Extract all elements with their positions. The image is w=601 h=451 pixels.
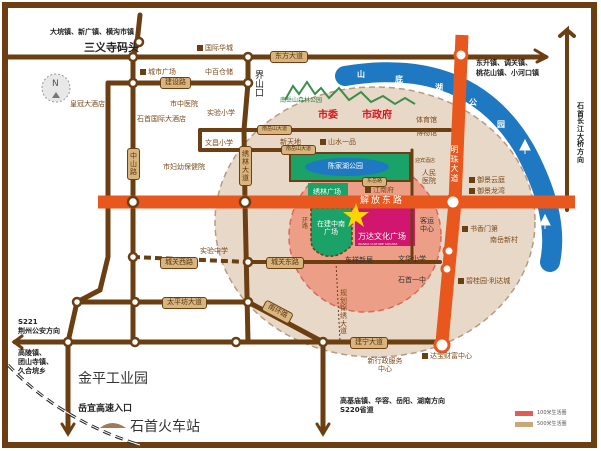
road-label-jianning: 建宁大道 — [350, 337, 388, 349]
road-nodes — [62, 36, 329, 348]
building-icon — [365, 187, 371, 193]
road-label-nanyue-1: 南岳山大道 — [257, 125, 293, 135]
direction-north-towns: 大垸镇、新广镇、横沟市镇 — [50, 28, 134, 36]
place-zhongbai: 中百仓储 — [205, 68, 233, 76]
place-zhongyiyuan: 市中医院 — [170, 100, 198, 108]
road-label-dongfang: 东方大道 — [270, 51, 308, 63]
main-road-nodes — [433, 47, 469, 354]
place-shuxiang: 书香门第 — [470, 225, 498, 233]
project-star-icon — [343, 203, 369, 227]
direction-west-2: 团山寺镇、 — [18, 358, 53, 366]
place-chenjiahu: 陈家湖公园 — [328, 162, 363, 170]
place-fuyou: 市妇幼保健院 — [163, 163, 205, 171]
place-keyun: 客运中心 — [420, 217, 434, 233]
place-biguiyuan: 碧桂园·利达城 — [466, 277, 511, 285]
direction-east-towns-2: 桃花山镇、小河口镇 — [476, 69, 539, 77]
place-xinzhengwu: 新行政服务中心 — [367, 357, 403, 374]
road-label-taipingfang: 太平坊大道 — [162, 297, 207, 309]
place-jiangnanfu: 江南府 — [365, 187, 394, 194]
direction-west-1: 高陵镇、 — [18, 349, 46, 357]
place-wanda-en: WANDA CULTURE SQUARE — [358, 242, 398, 246]
place-xintiandi: 新天地 — [280, 138, 301, 146]
place-wenchang: 文昌小学 — [205, 139, 233, 147]
map-frame — [2, 2, 597, 448]
lake-char: 底 — [395, 75, 403, 84]
lake-arc — [335, 62, 563, 272]
place-yujinglongwan: 御景龙湾 — [477, 187, 505, 195]
place-chengshiguangchang: 城市广场 — [140, 69, 176, 76]
direction-west-3: 久合垸乡 — [18, 367, 46, 375]
direction-south-1: 高基庙镇、华容、岳阳、湖南方向 — [340, 397, 445, 405]
lake-char: 山 — [357, 70, 365, 79]
place-chexiang: 车祥新居 — [345, 256, 373, 264]
direction-south-2: S220省道 — [340, 406, 374, 414]
direction-jingzhou: 荆州公安方向 — [18, 327, 60, 335]
building-icon — [320, 139, 326, 145]
lake-char: 园 — [497, 120, 505, 129]
compass-icon — [41, 73, 71, 103]
building-icon — [469, 177, 475, 183]
direction-s221: S221 — [18, 318, 38, 326]
place-shiyanxiaoxue: 实验小学 — [207, 109, 235, 117]
place-guojihuacheng: 国际华城 — [197, 45, 233, 52]
road-label-huanlu: 环路 — [302, 217, 309, 230]
road-label-chengguan-west: 城关西路 — [160, 257, 198, 269]
place-huangguan: 皇冠大酒店 — [70, 100, 105, 108]
place-bowuguan: 博物馆 — [416, 129, 437, 137]
road-label-planned: 规划锦绣大道 — [340, 289, 347, 336]
building-icon — [462, 226, 468, 232]
building-icon — [422, 353, 428, 359]
legend-swatch-100 — [515, 411, 533, 416]
place-dabao: 达宝财富中心 — [430, 352, 472, 360]
place-yueyi: 岳宜高速入口 — [78, 404, 133, 414]
legend-swatch-500 — [515, 422, 533, 427]
road-label-mingzhu: 明珠大道 — [450, 145, 459, 183]
building-icon — [140, 69, 146, 75]
road-label-dongyue: 东岳路 — [362, 177, 388, 187]
place-train-station: 石首火车站 — [130, 419, 200, 435]
place-wenhua: 文华小学 — [398, 255, 426, 263]
place-yingbin: 迎宾酒店 — [415, 158, 436, 164]
place-wanda: 万达文化广场 — [358, 232, 406, 241]
place-shizhengfu: 市政府 — [362, 110, 392, 121]
lake-char: 公 — [469, 98, 477, 107]
compass-n: N — [52, 79, 59, 89]
place-zaijian: 在建中南广场 — [317, 220, 345, 237]
place-shiyanzhongxue: 实验中学 — [200, 247, 228, 255]
place-tiyuguan: 体育馆 — [416, 116, 437, 124]
place-nanyuexincun: 南岳新村 — [490, 236, 518, 244]
place-shanshui: 山水一品 — [320, 139, 356, 146]
direction-sanyisi: 三义寺码头 — [84, 41, 139, 54]
chenjiahu-lake — [305, 158, 389, 176]
legend-500m: 500米生活圈 — [537, 421, 567, 427]
road-label-xiulin: 绣林大道 — [239, 146, 252, 187]
place-shiyizhong: 石首一中 — [398, 276, 426, 284]
place-jinping: 金平工业园 — [78, 371, 148, 387]
building-icon — [197, 45, 203, 51]
road-label-jiefang: 解放东路 — [360, 196, 405, 206]
road-label-zhongshan: 中山路 — [127, 148, 140, 181]
mountain-icon — [284, 80, 416, 106]
road-label-jianshe: 建设路 — [160, 77, 191, 89]
building-icon — [469, 188, 475, 194]
building-icon — [458, 278, 464, 284]
place-xiulin-square: 绣林广场 — [313, 188, 341, 196]
planned-road — [335, 261, 341, 343]
place-yujingyunding: 御景云庭 — [477, 176, 505, 184]
direction-east-towns-1: 东升镇、调关镇、 — [476, 59, 532, 67]
direction-bridge: 石首长江大桥方向 — [577, 102, 584, 164]
place-forest-park: 南岳山森林公园 — [280, 97, 323, 104]
road-label-nanyue-2: 南岳山大道 — [281, 145, 317, 155]
place-shiwei: 市委 — [318, 110, 338, 121]
lake-char: 湖 — [435, 83, 443, 92]
tree-icon — [519, 138, 551, 229]
place-renmin: 人民医院 — [422, 169, 436, 185]
train-icon — [100, 423, 126, 428]
zhongnan-square — [310, 207, 353, 258]
road-label-chengguan-east: 城关东路 — [266, 257, 304, 269]
road-label-jieshankou: 界山口 — [255, 71, 265, 99]
legend-100m: 100米生活圈 — [537, 410, 567, 416]
place-shishouguoji: 石首国际大酒店 — [137, 115, 186, 123]
